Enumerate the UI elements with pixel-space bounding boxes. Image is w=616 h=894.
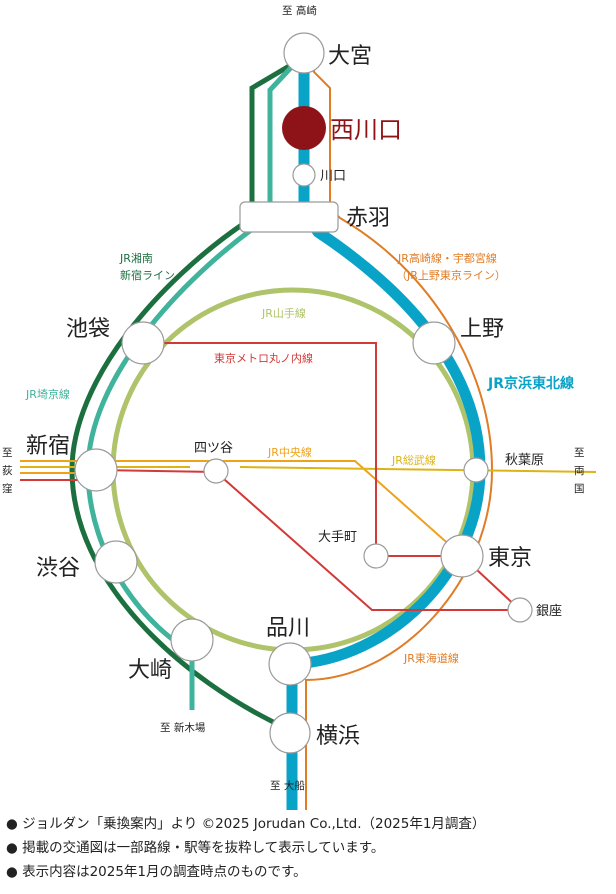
takasaki-utsunomiya-line xyxy=(305,54,494,810)
akabane-station[interactable] xyxy=(239,201,339,233)
saikyo-line xyxy=(85,56,302,710)
nishikawaguchi-station[interactable] xyxy=(282,106,326,150)
takasaki-label-1: JR高崎線・宇都宮線 xyxy=(397,251,497,265)
nishikawaguchi-label: 西川口 xyxy=(330,116,402,144)
direction-ogikubo-1: 至 xyxy=(2,447,13,459)
marunouchi-label: 東京メトロ丸ノ内線 xyxy=(214,351,313,365)
keihin-tohoku-label: JR京浜東北線 xyxy=(487,375,574,392)
osaki-label: 大崎 xyxy=(128,658,172,683)
yamanote-label: JR山手線 xyxy=(261,306,306,320)
shibuya-label: 渋谷 xyxy=(36,556,80,581)
yotsuya-label: 四ツ谷 xyxy=(194,441,233,456)
direction-ryogoku-3: 国 xyxy=(574,483,585,495)
otemachi-station[interactable] xyxy=(363,543,389,569)
ikebukuro-station[interactable] xyxy=(121,321,165,365)
akihabara-label: 秋葉原 xyxy=(505,453,544,468)
direction-ogikubo-2: 荻 xyxy=(2,465,13,477)
shonan-shinjuku-label-2: 新宿ライン xyxy=(120,268,175,282)
yotsuya-station[interactable] xyxy=(203,458,229,484)
ginza-label: 銀座 xyxy=(536,604,562,619)
shinagawa-station[interactable] xyxy=(268,642,312,686)
akihabara-station[interactable] xyxy=(463,457,489,483)
saikyo-label: JR埼京線 xyxy=(25,387,70,401)
kawaguchi-station[interactable] xyxy=(292,163,316,187)
note-date: ● 表示内容は2025年1月の調査時点のものです。 xyxy=(6,864,307,880)
yokohama-label: 横浜 xyxy=(316,724,360,749)
direction-takasaki: 至 高崎 xyxy=(282,4,317,17)
direction-ryogoku-1: 至 xyxy=(574,447,585,459)
chuo-line xyxy=(20,460,463,557)
ueno-station[interactable] xyxy=(412,321,456,365)
kawaguchi-label: 川口 xyxy=(320,169,346,184)
shinagawa-label: 品川 xyxy=(266,616,310,641)
akabane-label: 赤羽 xyxy=(346,206,390,231)
shinjuku-station[interactable] xyxy=(74,448,118,492)
sobu-label: JR総武線 xyxy=(391,453,436,467)
keihin-tohoku-line xyxy=(286,40,486,810)
ginza-station[interactable] xyxy=(507,597,533,623)
direction-ofuna: 至 大船 xyxy=(270,779,305,792)
shonan-shinjuku-label-1: JR湘南 xyxy=(119,251,153,265)
osaki-station[interactable] xyxy=(170,618,214,662)
ueno-label: 上野 xyxy=(460,317,504,342)
direction-ogikubo-3: 窪 xyxy=(2,482,13,495)
tokaido-label: JR東海道線 xyxy=(403,651,459,665)
yokohama-station[interactable] xyxy=(269,712,311,754)
ikebukuro-label: 池袋 xyxy=(66,317,110,342)
otemachi-label: 大手町 xyxy=(318,530,357,545)
note-excerpt: ● 掲載の交通図は一部路線・駅等を抜粋して表示しています。 xyxy=(6,840,385,856)
shinjuku-label: 新宿 xyxy=(26,434,70,459)
note-source: ● ジョルダン「乗換案内」より ©2025 Jorudan Co.,Ltd.（2… xyxy=(6,816,486,832)
tokyo-station[interactable] xyxy=(440,534,484,578)
direction-shinkiba: 至 新木場 xyxy=(160,721,206,734)
shonan-shinjuku-line xyxy=(69,54,299,733)
shibuya-station[interactable] xyxy=(94,540,138,584)
takasaki-label-2: （JR上野東京ライン） xyxy=(396,268,506,282)
chuo-label: JR中央線 xyxy=(267,445,312,459)
omiya-station[interactable] xyxy=(283,32,325,74)
direction-ryogoku-2: 両 xyxy=(574,465,585,477)
tokyo-label: 東京 xyxy=(488,546,532,571)
route-map: 大宮 西川口 川口 赤羽 池袋 上野 新宿 四ツ谷 秋葉原 大手町 東京 渋谷 … xyxy=(2,4,597,810)
omiya-label: 大宮 xyxy=(328,44,372,69)
notes: ● ジョルダン「乗換案内」より ©2025 Jorudan Co.,Ltd.（2… xyxy=(6,812,614,884)
